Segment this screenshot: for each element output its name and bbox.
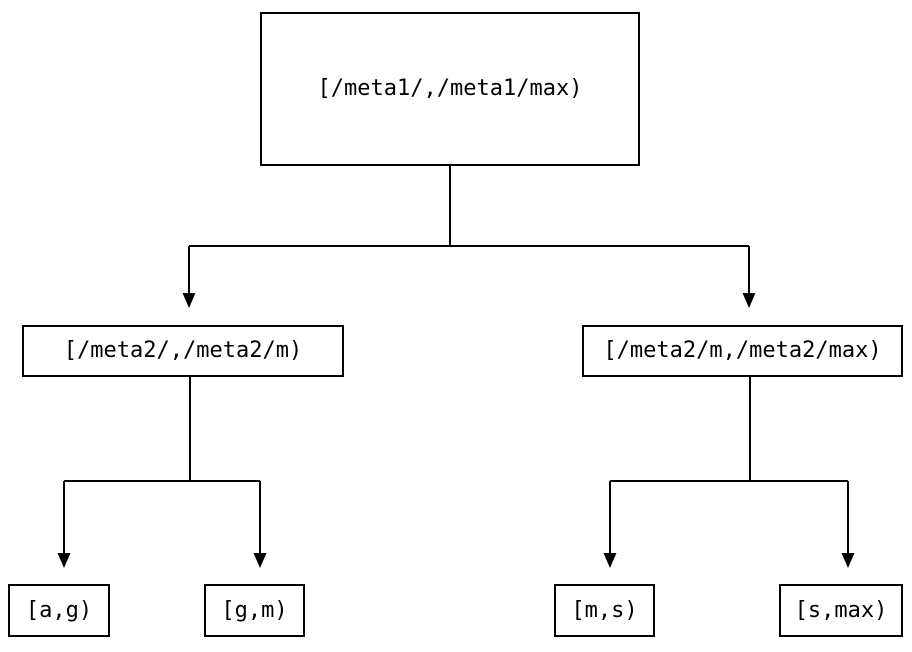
node-leaf-ms: [m,s) [554, 584, 655, 637]
arrow-down-icon [603, 553, 617, 568]
node-meta2-right: [/meta2/m,/meta2/max) [582, 325, 903, 377]
node-root: [/meta1/,/meta1/max) [260, 12, 640, 166]
arrow-down-icon [57, 553, 71, 568]
node-leaf-gm: [g,m) [204, 584, 305, 637]
arrow-down-icon [742, 293, 756, 308]
arrow-down-icon [841, 553, 855, 568]
arrow-down-icon [253, 553, 267, 568]
arrow-down-icon [182, 293, 196, 308]
node-leaf-smax: [s,max) [779, 584, 903, 637]
node-meta2-left: [/meta2/,/meta2/m) [22, 325, 344, 377]
node-leaf-ag: [a,g) [8, 584, 110, 637]
